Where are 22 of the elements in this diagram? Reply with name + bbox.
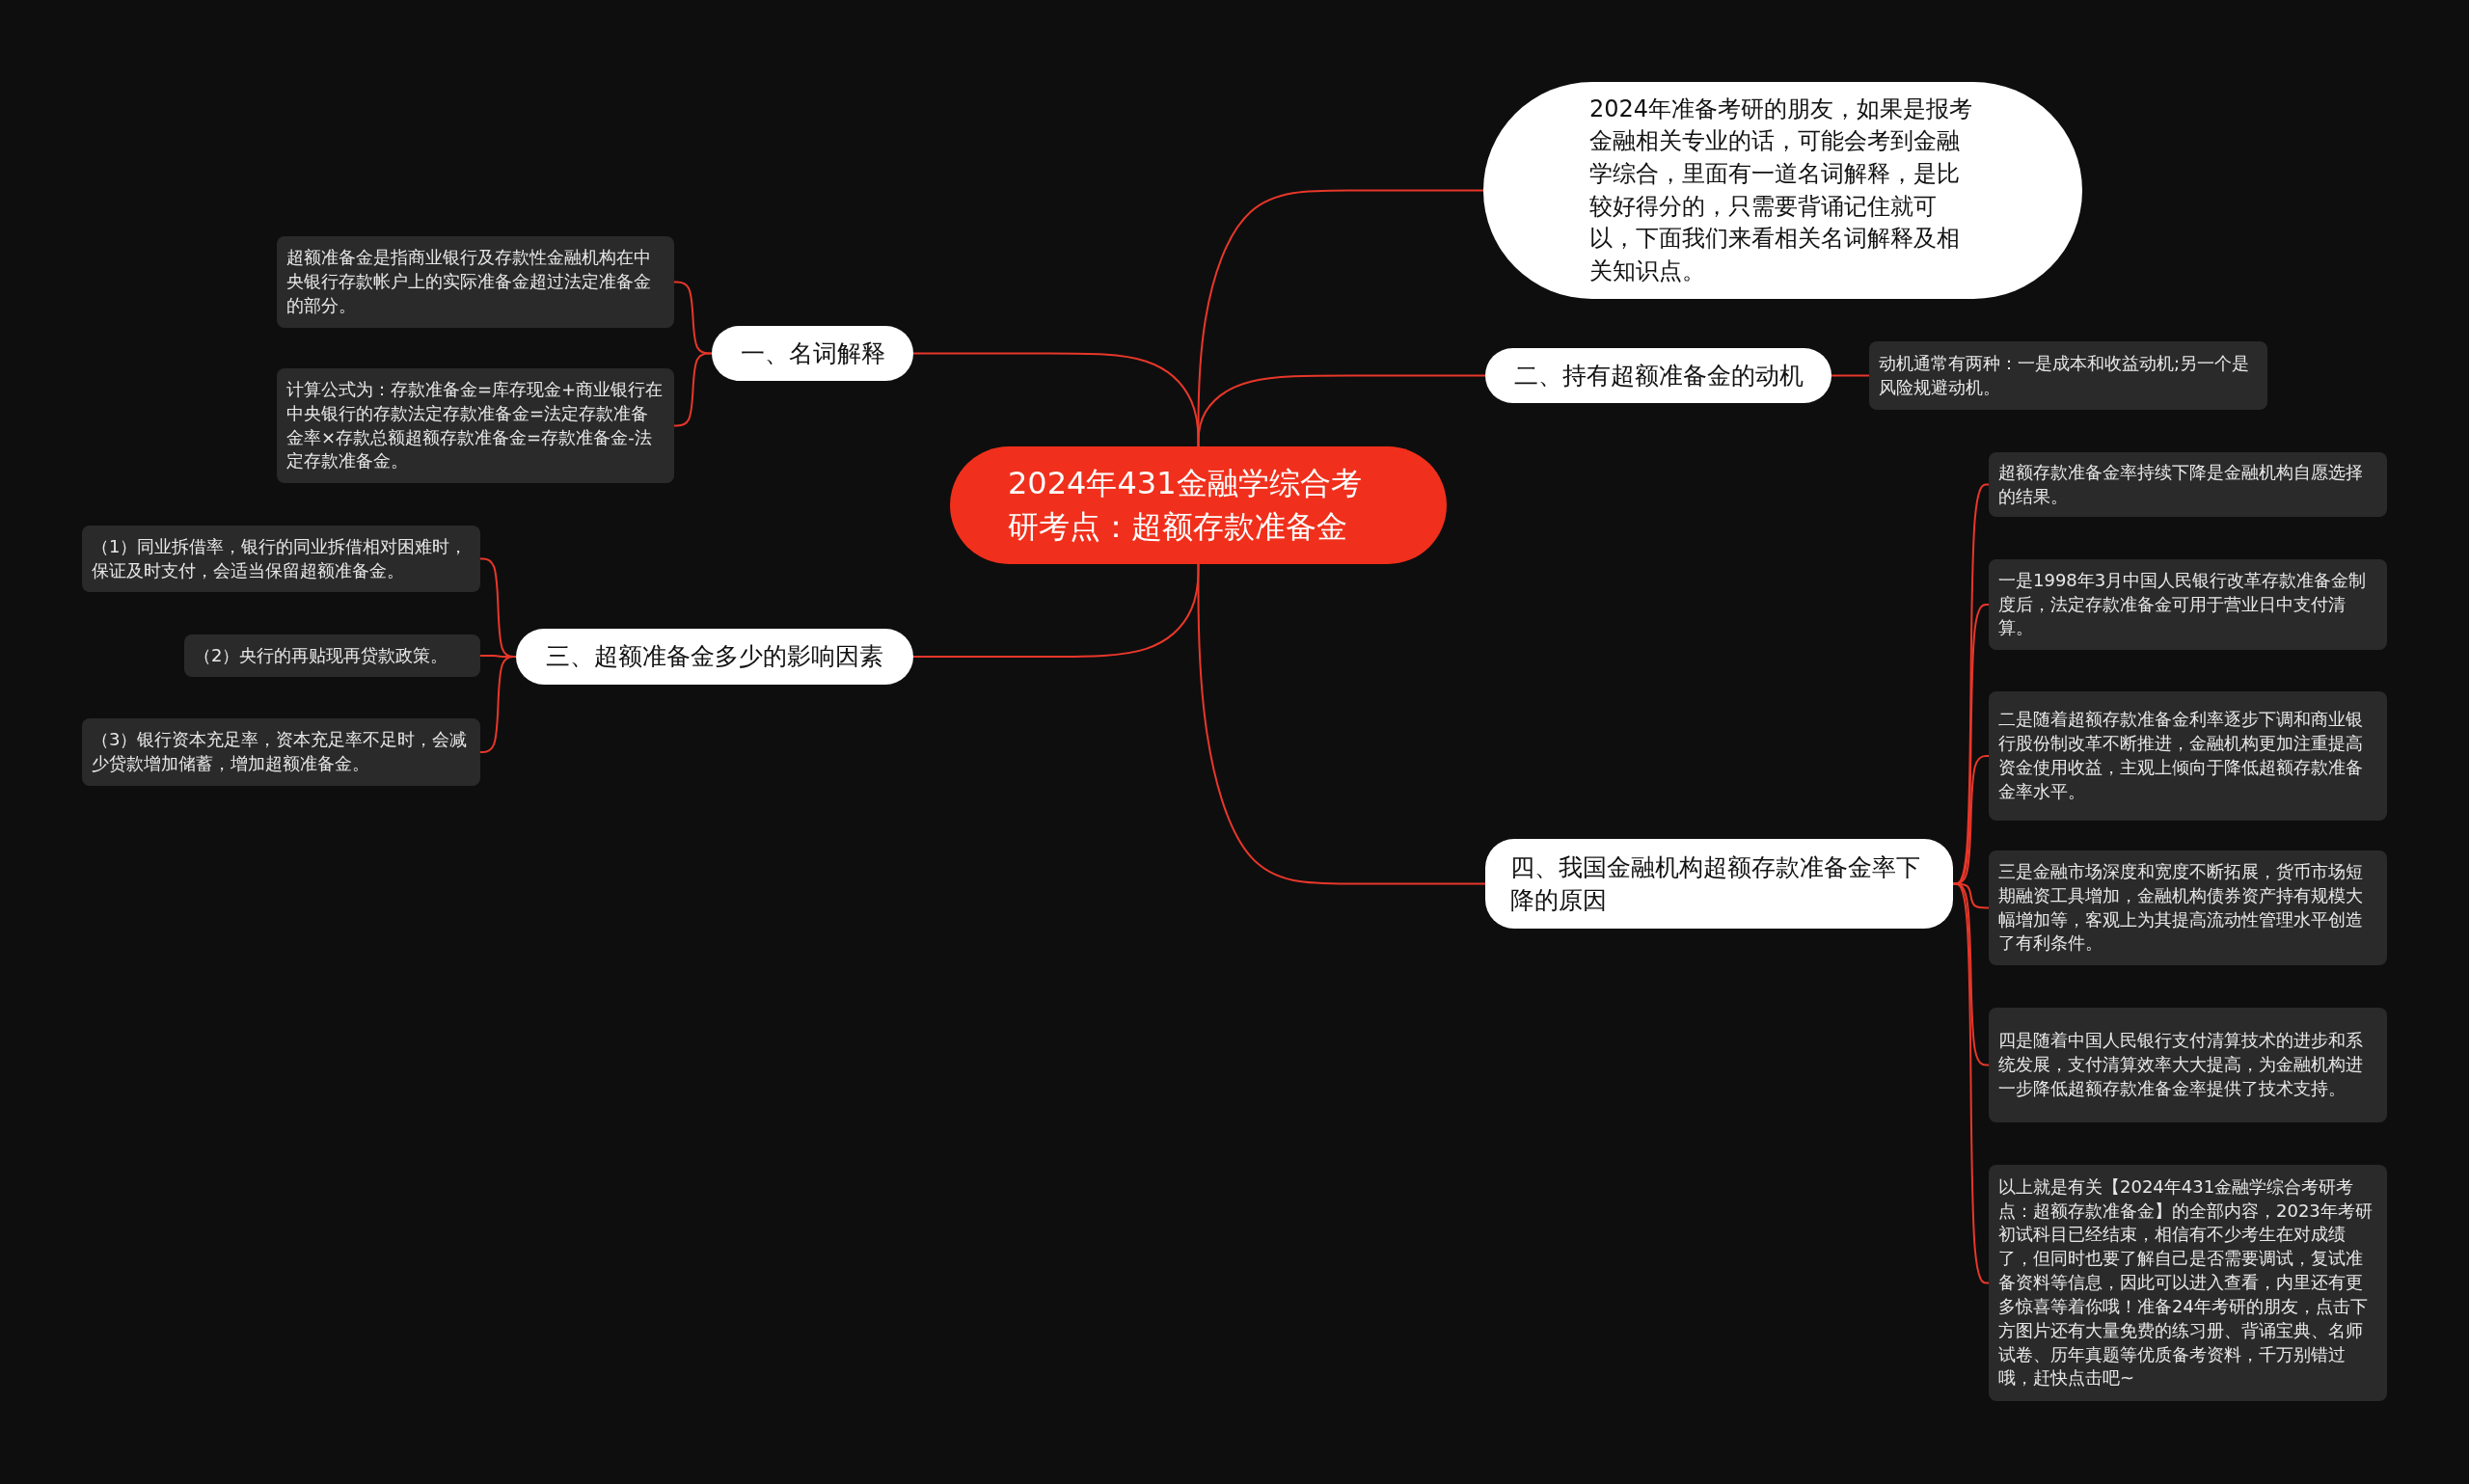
connector-line [1197,561,1486,885]
connector-line [673,352,713,427]
note-card: （1）同业拆借率，银行的同业拆借相对困难时，保证及时支付，会适当保留超额准备金。 [82,526,480,592]
note-card: 动机通常有两种：一是成本和收益动机;另一个是风险规避动机。 [1869,341,2267,410]
note-card: 超额存款准备金率持续下降是金融机构自愿选择的结果。 [1989,452,2387,517]
note-card: （2）央行的再贴现再贷款政策。 [184,634,480,677]
note-card: 以上就是有关【2024年431金融学综合考研考点：超额存款准备金】的全部内容，2023年考研初试科目已经结束，相信有不少考生在对成绩了，但同时也要了解自己是否需要调试，复试准备资料等信息，因此可以进入查看，内里还有更多惊喜等着你哦！准备24年考研的朋友，点击下方图片还有大量免费的练习册、背诵宝典、名师试卷、历年真题等优质备考资料，千万别错过哦，赶快点击吧~ [1989,1165,2387,1401]
connector-line [1831,374,1870,377]
branch-pill: 四、我国金融机构超额存款准备金率下降的原因 [1485,839,1953,929]
topic-bubble: 2024年431金融学综合考研考点：超额存款准备金 [950,446,1447,564]
note-card: 一是1998年3月中国人民银行改革存款准备金制度后，法定存款准备金可用于营业日中支付清算。 [1989,559,2387,650]
branch-pill: 三、超额准备金多少的影响因素 [516,629,913,685]
note-card: 三是金融市场深度和宽度不断拓展，货币市场短期融资工具增加，金融机构债券资产持有规模大幅增加等，客观上为其提高流动性管理水平创造了有利条件。 [1989,850,2387,965]
note-card: 超额准备金是指商业银行及存款性金融机构在中央银行存款帐户上的实际准备金超过法定准备金的部分。 [277,236,674,328]
note-card: 二是随着超额存款准备金利率逐步下调和商业银行股份制改革不断推进，金融机构更加注重提高资金使用收益，主观上倾向于降低超额存款准备金率水平。 [1989,691,2387,821]
branch-pill: 一、名词解释 [712,326,913,381]
note-card: （3）银行资本充足率，资本充足率不足时，会减少贷款增加储蓄，增加超额准备金。 [82,718,480,786]
note-card: 计算公式为：存款准备金=库存现金+商业银行在中央银行的存款法定存款准备金=法定存款准备金率×存款总额超额存款准备金=存款准备金-法定存款准备金。 [277,368,674,483]
note-card: 四是随着中国人民银行支付清算技术的进步和系统发展，支付清算效率大大提高，为金融机构进一步降低超额存款准备金率提供了技术支持。 [1989,1008,2387,1122]
intro-bubble: 2024年准备考研的朋友，如果是报考金融相关专业的话，可能会考到金融学综合，里面有一道名词解释，是比较好得分的，只需要背诵记住就可以，下面我们来看相关名词解释及相关知识点。 [1483,82,2082,299]
connector-line [1197,374,1486,449]
branch-pill: 二、持有超额准备金的动机 [1485,348,1831,403]
